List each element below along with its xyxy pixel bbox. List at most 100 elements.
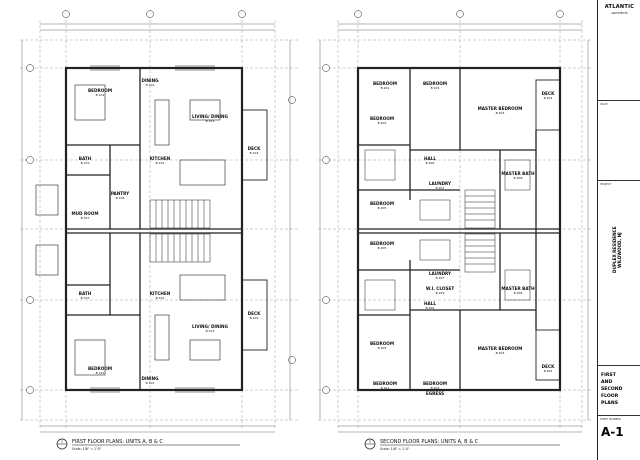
second-floor-room-name: DECK xyxy=(542,91,555,96)
divider xyxy=(598,100,640,101)
first-floor-room-name: BATH xyxy=(79,291,92,296)
second-floor-room-name: BEDROOM xyxy=(423,81,447,86)
second-plan-scale: Scale: 1/8" = 1'-0" xyxy=(380,447,410,451)
sheet-title-line: FIRST xyxy=(601,373,616,378)
divider xyxy=(598,365,640,366)
second-floor-room-number: B 201 xyxy=(381,86,390,90)
sheet-title-line: AND xyxy=(601,380,613,385)
second-floor-room-name: BEDROOM xyxy=(423,381,447,386)
second-floor-room-number: B 207 xyxy=(436,186,445,190)
sheet-title: FIRST AND SECOND FLOOR PLANS xyxy=(601,372,622,407)
title-block: ATLANTIC ARCHITECTS ISSUE PROJECT DUPLEX… xyxy=(597,0,640,460)
second-floor-room-name: BEDROOM xyxy=(370,116,394,121)
second-floor-room-number: B 205 xyxy=(378,246,387,250)
divider xyxy=(598,180,640,181)
second-floor-room-number: B 204 xyxy=(544,369,553,373)
second-floor-room-name: W.I. CLOSET xyxy=(426,286,455,291)
second-floor-room-name: MASTER BATH xyxy=(501,286,535,291)
first-floor-room-number: B 104 xyxy=(250,316,259,320)
sheet-number: A-1 xyxy=(601,425,624,439)
first-floor-room-number: B 102 xyxy=(156,161,165,165)
project-location: WILDWOOD, NJ xyxy=(617,232,622,268)
first-floor-room-name: BEDROOM xyxy=(88,88,112,93)
second-floor-room-name: LAUNDRY xyxy=(429,181,452,186)
second-floor-room-number: B 204 xyxy=(544,96,553,100)
second-floor-room-number: B 201 xyxy=(381,386,390,390)
second-floor-room-number: B 206 xyxy=(426,306,435,310)
second-plan-caption: 2 SECOND FLOOR PLANS: UNITS A, B & C Sca… xyxy=(364,438,560,451)
second-floor-room-name: BEDROOM xyxy=(370,201,394,206)
second-floor-plan xyxy=(318,10,592,433)
second-floor-room-name: LAUNDRY xyxy=(429,271,452,276)
second-floor-room-name: MASTER BEDROOM xyxy=(478,346,523,351)
second-floor-room-name: BEDROOM xyxy=(370,241,394,246)
first-floor-room-number: B 105 xyxy=(81,296,90,300)
second-floor-room-name: BEDROOM xyxy=(373,81,397,86)
second-floor-room-number: B 208 xyxy=(514,176,523,180)
first-floor-room-number: B 106 xyxy=(116,196,125,200)
second-floor-room-number: B 203 xyxy=(496,351,505,355)
first-floor-room-name: LIVING/ DINING xyxy=(192,114,229,119)
first-floor-room-name: DINING xyxy=(141,78,159,83)
first-floor-room-number: B 102 xyxy=(146,83,155,87)
second-floor-room-number: B 208 xyxy=(514,291,523,295)
first-floor-room-number: B 104 xyxy=(250,151,259,155)
first-floor-room-number: B 103 xyxy=(206,329,215,333)
second-floor-room-name: BEDROOM xyxy=(373,381,397,386)
sheet-title-line: FLOOR xyxy=(601,394,619,399)
second-floor-room-name: EGRESS xyxy=(426,391,444,396)
second-floor-room-number: B 207 xyxy=(436,276,445,280)
first-floor-room-number: B 107 xyxy=(81,216,90,220)
second-floor-room-number: B 206 xyxy=(426,161,435,165)
first-floor-room-number: B 105 xyxy=(81,161,90,165)
second-floor-room-number: B 205 xyxy=(378,121,387,125)
issue-label: ISSUE xyxy=(600,103,608,106)
first-floor-room-name: DECK xyxy=(248,146,261,151)
first-plan-scale: Scale: 1/8" = 1'-0" xyxy=(72,447,102,451)
first-plan-caption-text: FIRST FLOOR PLANS: UNITS A, B & C xyxy=(72,439,163,445)
sheet-title-line: PLANS xyxy=(601,401,619,406)
first-floor-room-number: B 102 xyxy=(156,296,165,300)
first-floor-room-number: B 101 xyxy=(96,371,105,375)
first-floor-room-name: KITCHEN xyxy=(150,156,171,161)
second-floor-room-name: MASTER BEDROOM xyxy=(478,106,523,111)
second-floor-room-number: B 209 xyxy=(436,291,445,295)
second-plan-caption-text: SECOND FLOOR PLANS: UNITS A, B & C xyxy=(380,439,479,445)
second-plan-number: 2 xyxy=(369,440,371,444)
first-floor-room-name: DECK xyxy=(248,311,261,316)
first-floor-room-name: BATH xyxy=(79,156,92,161)
second-floor-room-number: B 202 xyxy=(431,386,440,390)
first-floor-room-number: B 102 xyxy=(146,381,155,385)
second-floor-room-number: B 203 xyxy=(496,111,505,115)
second-floor-room-name: HALL xyxy=(424,156,436,161)
first-floor-room-name: BEDROOM xyxy=(88,366,112,371)
project-name-vertical: DUPLEX RESIDENCE WILDWOOD, NJ xyxy=(612,190,632,310)
project-label: PROJECT xyxy=(600,183,612,186)
divider xyxy=(598,415,640,416)
first-floor-room-name: LIVING/ DINING xyxy=(192,324,229,329)
firm-name: ATLANTIC xyxy=(604,4,635,10)
first-floor-room-number: B 101 xyxy=(96,93,105,97)
second-floor-room-number: B 202 xyxy=(431,86,440,90)
first-plan-caption: 1 FIRST FLOOR PLANS: UNITS A, B & C Scal… xyxy=(56,438,240,451)
firm-subtitle: ARCHITECTS xyxy=(611,12,628,15)
second-floor-room-name: HALL xyxy=(424,301,436,306)
second-floor-room-name: DECK xyxy=(542,364,555,369)
sheet-number-label: SHEET NUMBER xyxy=(600,418,621,421)
sheet-title-line: SECOND xyxy=(601,387,623,392)
first-floor-plan xyxy=(20,10,300,433)
first-floor-room-number: B 103 xyxy=(206,119,215,123)
second-floor-room-number: B 205 xyxy=(378,206,387,210)
first-plan-number: 1 xyxy=(61,440,63,444)
second-floor-room-name: BEDROOM xyxy=(370,341,394,346)
second-floor-room-number: B 205 xyxy=(378,346,387,350)
second-floor-room-name: MASTER BATH xyxy=(501,171,535,176)
first-floor-room-name: MUD ROOM xyxy=(71,211,98,216)
first-floor-room-name: DINING xyxy=(141,376,159,381)
first-floor-room-name: KITCHEN xyxy=(150,291,171,296)
first-floor-room-name: PANTRY xyxy=(111,191,130,196)
